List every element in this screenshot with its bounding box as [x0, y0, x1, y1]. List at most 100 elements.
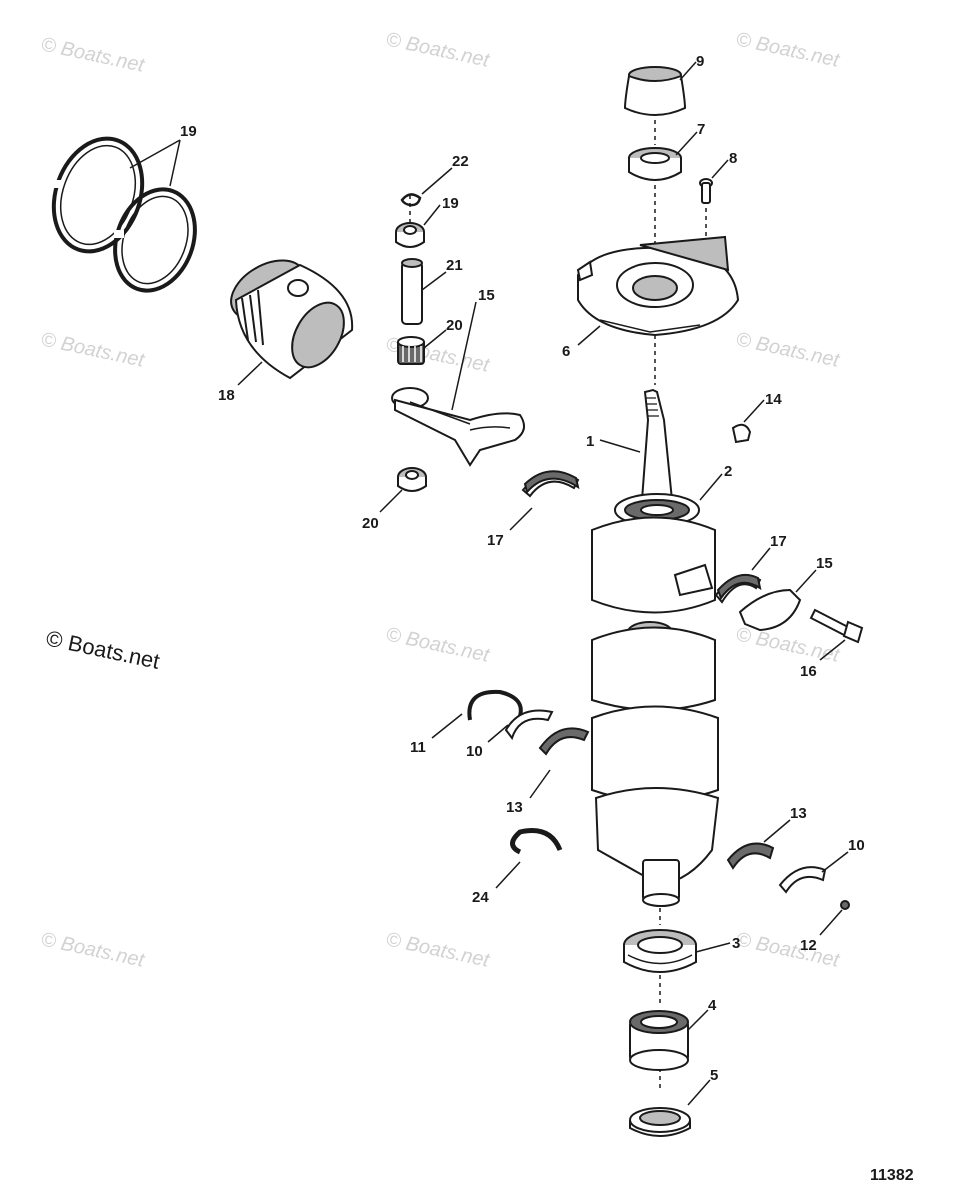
callout-1: 1 [586, 433, 594, 450]
lower-seal-carrier [623, 929, 697, 973]
callout-24: 24 [472, 889, 489, 906]
piston-ring-lower [113, 187, 197, 293]
rod-bolt [809, 608, 864, 644]
leader-1 [599, 439, 641, 453]
callout-2: 2 [724, 463, 732, 480]
watermark-main: © Boats.net [44, 625, 162, 673]
leader-14 [743, 399, 765, 423]
piston-ring-lower-inner [121, 195, 189, 285]
watermarks: © Boats.net © Boats.net © Boats.net © Bo… [39, 28, 842, 972]
crank-web-1 [591, 516, 716, 614]
leader-23 [129, 139, 181, 187]
seal-cap [623, 66, 687, 116]
crank-web-3 [591, 705, 719, 802]
callout-18: 18 [218, 387, 235, 404]
callout-15: 15 [816, 555, 833, 572]
watermark: © Boats.net [734, 623, 842, 667]
leader-lines [129, 61, 849, 1106]
leader-21 [421, 271, 447, 291]
bearing-cage-right [714, 574, 762, 604]
watermark: © Boats.net [384, 28, 492, 72]
leader-24 [495, 861, 521, 889]
callout-13: 13 [790, 805, 807, 822]
leader-5 [687, 1079, 711, 1106]
watermark: © Boats.net [39, 328, 147, 372]
leader-20 [423, 329, 447, 349]
watermark: © Boats.net [39, 928, 147, 972]
leader-10a [487, 724, 509, 743]
crankshaft-assembly [591, 388, 720, 907]
leader-16 [819, 639, 846, 661]
retaining-ring-lower [510, 828, 563, 855]
thrust-washer-lower [397, 467, 427, 492]
callout-17: 17 [487, 532, 504, 549]
watermark: © Boats.net [734, 928, 842, 972]
leader-6 [577, 325, 601, 346]
leader-19a [423, 204, 441, 226]
watermark: © Boats.net [384, 928, 492, 972]
leader-17b [751, 547, 771, 571]
retaining-ring-center [467, 689, 523, 721]
callout-19: 20 [362, 515, 379, 532]
callout-21: 21 [446, 257, 463, 274]
watermark: © Boats.net [39, 33, 147, 77]
leader-4 [687, 1009, 709, 1031]
piston-bottom-opening [291, 301, 345, 369]
leader-15a [451, 301, 477, 411]
leader-19b [379, 489, 403, 513]
leader-3 [695, 942, 731, 953]
callout-23: 19 [180, 123, 197, 140]
callout-16: 16 [800, 663, 817, 680]
callout-3: 3 [732, 935, 740, 952]
oil-seal-upper [628, 147, 682, 181]
crankshaft-taper [640, 388, 674, 501]
callout-11: 11 [410, 739, 426, 756]
watermark: © Boats.net [384, 623, 492, 667]
leader-18 [237, 361, 263, 386]
watermark: © Boats.net [734, 328, 842, 372]
callout-12: 12 [800, 937, 817, 954]
leader-2 [699, 473, 723, 501]
leader-12 [819, 909, 843, 936]
callout-22: 22 [452, 153, 469, 170]
woodruff-key [731, 423, 752, 444]
thrust-washer-upper [395, 222, 425, 248]
ring-gap [114, 230, 124, 238]
dowel-pin [840, 900, 850, 910]
callout-labels: 19 22 19 21 20 15 18 20 17 9 7 8 6 14 1 … [180, 53, 865, 1084]
leader-7 [675, 131, 698, 156]
watermark: © Boats.net [734, 28, 842, 72]
callout-4: 4 [708, 997, 717, 1014]
callout-19: 19 [442, 195, 459, 212]
oil-seal-lower [629, 1107, 691, 1137]
piston-rings [51, 136, 197, 293]
leader-13b [763, 819, 791, 843]
bearing-race-half-right [778, 866, 827, 894]
ring-grooves [241, 289, 264, 346]
callout-15: 15 [478, 287, 495, 304]
crank-web-2 [591, 626, 716, 711]
leader-22 [421, 167, 453, 195]
leader-15b [795, 569, 817, 593]
callout-6: 6 [562, 343, 570, 360]
leader-17a [509, 507, 533, 531]
upper-end-cap [576, 235, 740, 337]
ring-gap [52, 180, 62, 188]
bearing-cage-lower [726, 842, 775, 870]
leader-13a [529, 769, 551, 799]
connecting-rod [391, 387, 525, 467]
piston-pin-boss [287, 279, 309, 297]
bearing-cage-center [538, 727, 590, 756]
screw-small [699, 178, 713, 204]
callout-10: 10 [466, 743, 483, 760]
callout-10: 10 [848, 837, 865, 854]
callout-13: 13 [506, 799, 523, 816]
needle-bearing [397, 336, 425, 365]
callout-8: 8 [729, 150, 737, 167]
connecting-rod-cap [738, 588, 802, 632]
callout-7: 7 [697, 121, 705, 138]
callout-20: 20 [446, 317, 463, 334]
leader-10b [821, 851, 849, 873]
roller-bearing-lower [629, 1010, 689, 1071]
